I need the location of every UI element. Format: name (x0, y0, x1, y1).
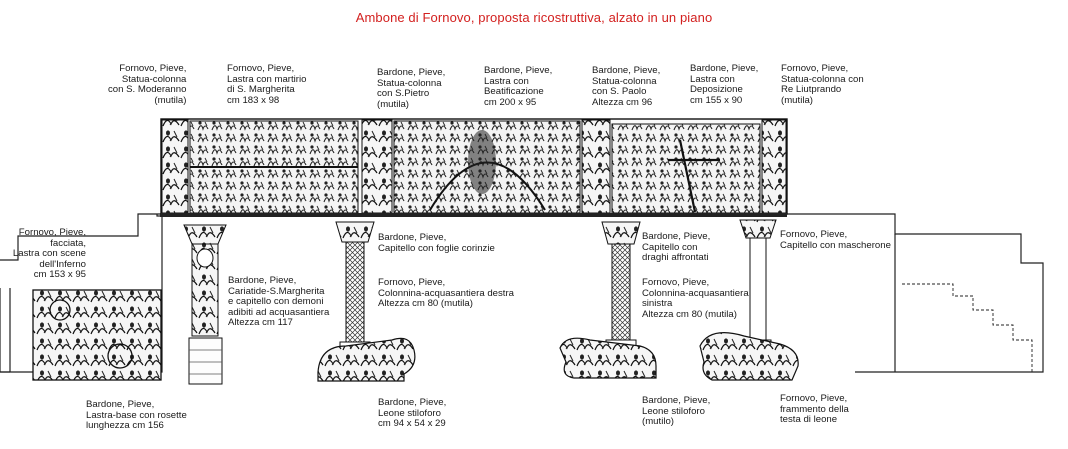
lion-head-fragment (699, 332, 799, 381)
statue-column-liutprando (761, 119, 787, 214)
label-lion-2: Bardone, Pieve,Leone stiloforo (mutilo) (642, 395, 711, 428)
label-statue-liutprando: Fornovo, Pieve,Statua-colonna con Re Liu… (781, 63, 864, 106)
statue-column-pietro (361, 119, 393, 214)
label-slab-margherita: Fornovo, Pieve,Lastra con martirio di S.… (227, 63, 307, 106)
label-column-left: Fornovo, Pieve,Colonnina-acquasantiera s… (642, 277, 749, 320)
label-lion-head-fragment: Fornovo, Pieve,frammento della testa di … (780, 393, 849, 426)
column-dragons (601, 221, 641, 347)
left-staircase (0, 213, 163, 373)
platform-beam (160, 213, 787, 217)
lion-stylophore-1 (317, 337, 416, 382)
diagram-title: Ambone di Fornovo, proposta ricostruttiv… (355, 10, 713, 25)
label-statue-pietro: Bardone, Pieve,Statua-colonna con S.Piet… (377, 67, 446, 110)
lion-stylophore-2 (559, 337, 657, 379)
label-capital-mascaron: Fornovo, Pieve,Capitello con mascherone (780, 229, 891, 251)
label-slab-beatification: Bardone, Pieve,Lastra con Beatificazione… (484, 65, 553, 108)
statue-column-moderanno (161, 119, 189, 214)
label-statue-paolo: Bardone, Pieve,Statua-colonna con S. Pao… (592, 65, 661, 108)
parapet-frieze (160, 118, 788, 215)
label-lion-1: Bardone, Pieve,Leone stiloforo cm 94 x 5… (378, 397, 447, 430)
label-capital-dragons: Bardone, Pieve,Capitello con draghi affr… (642, 231, 711, 264)
caryatid-margherita (183, 224, 227, 385)
label-base-slab: Bardone, Pieve,Lastra-base con rosette l… (86, 399, 187, 432)
right-staircase (786, 213, 1044, 373)
column-corinthian (335, 221, 375, 349)
slab-hell-scenes (32, 289, 162, 381)
label-slab-hell: Fornovo, Pieve,facciata, Lastra con scen… (12, 227, 86, 281)
label-statue-moderanno: Fornovo, Pieve,Statua-colonna con S. Mod… (108, 63, 187, 106)
label-capital-corinthian: Bardone, Pieve,Capitello con foglie cori… (378, 232, 495, 254)
label-column-right: Fornovo, Pieve,Colonnina-acquasantiera d… (378, 277, 514, 310)
label-caryatid: Bardone, Pieve,Cariatide-S.Margherita e … (228, 275, 330, 329)
statue-column-paolo (581, 119, 611, 214)
